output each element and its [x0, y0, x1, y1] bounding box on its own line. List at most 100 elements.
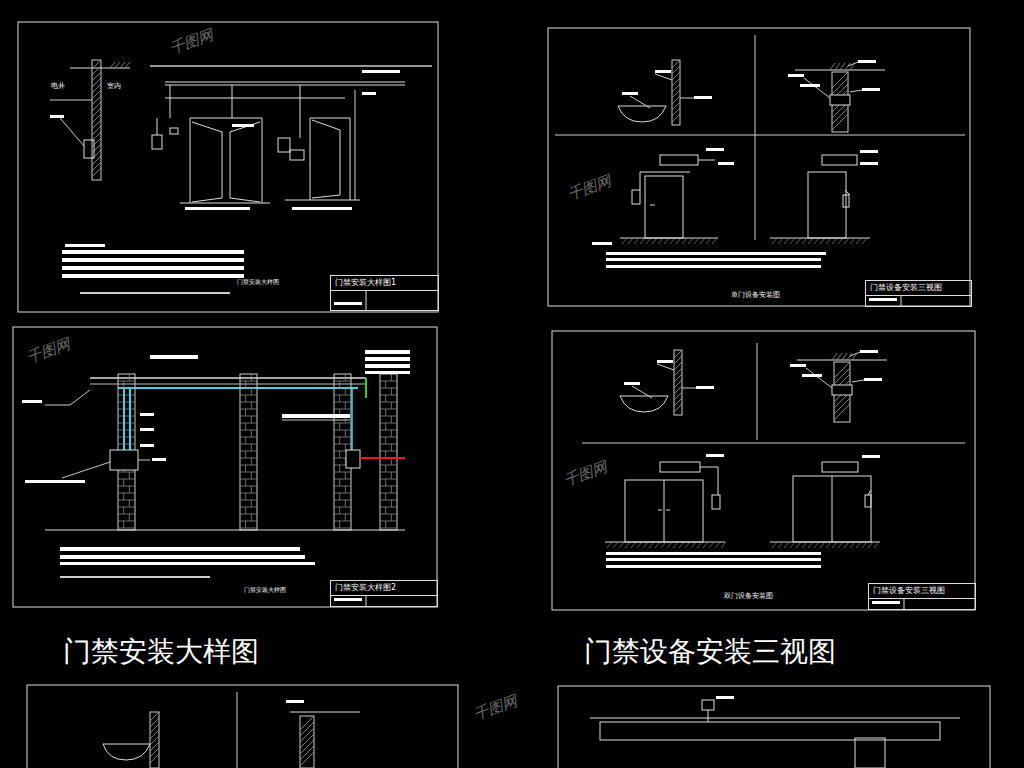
drawing-label: 单门设备安装图 — [730, 291, 781, 299]
door-leaf — [192, 122, 222, 202]
drawing-line — [350, 118, 351, 200]
drawing-line — [345, 388, 346, 395]
drawing-rect — [600, 722, 940, 740]
drawing-line — [391, 430, 392, 437]
drawing-line — [339, 507, 340, 514]
drawing-label: 室内 — [106, 82, 122, 90]
drawing-line — [380, 388, 397, 389]
drawing-rect — [13, 327, 437, 607]
drawing-rect — [865, 495, 871, 507]
drawing-rect — [808, 172, 846, 238]
drawing-line — [666, 510, 670, 511]
text-bar — [706, 148, 724, 151]
drawing-line — [848, 62, 858, 66]
text-bar — [802, 374, 822, 377]
drawing-line — [391, 472, 392, 479]
drawing-line — [240, 500, 257, 501]
drawing-line — [838, 238, 843, 244]
text-bar — [696, 386, 714, 389]
drawing-line — [850, 352, 860, 356]
drawing-line — [658, 510, 662, 511]
drawing-line — [658, 238, 663, 244]
drawing-line — [334, 500, 351, 501]
text-bar — [694, 96, 712, 99]
drawing-line — [802, 542, 807, 548]
drawing-line — [613, 542, 618, 548]
drawing-line — [245, 521, 246, 528]
text-bar — [365, 371, 410, 374]
drawing-line — [118, 514, 135, 515]
drawing-rect — [674, 350, 682, 415]
drawing-line — [45, 530, 405, 531]
watermark: 千图网 — [564, 172, 614, 204]
drawing-line — [682, 388, 696, 389]
drawing-rect — [150, 712, 159, 768]
drawing-line — [814, 542, 819, 548]
drawing-rect — [170, 128, 178, 134]
drawing-line — [625, 542, 630, 548]
drawing-line — [685, 542, 690, 548]
drawing-rect — [645, 176, 683, 238]
drawing-line — [380, 416, 397, 417]
drawing-line — [868, 490, 871, 495]
drawing-line — [240, 409, 257, 410]
drawing-line — [832, 542, 837, 548]
drawing-rect — [346, 450, 360, 468]
drawing-line — [334, 388, 351, 389]
text-bar — [292, 207, 352, 210]
drawing-line — [380, 514, 397, 515]
drawing-line — [334, 402, 351, 403]
drawing-line — [802, 238, 807, 244]
drawing-line — [657, 364, 674, 370]
drawing-line — [856, 238, 861, 244]
drawing-line — [712, 238, 717, 244]
drawing-line — [240, 493, 257, 494]
drawing-line — [391, 500, 392, 507]
drawing-line — [334, 493, 351, 494]
drawing-rect — [793, 476, 871, 542]
drawing-line — [790, 542, 795, 548]
text-bar — [50, 115, 64, 118]
drawing-line — [649, 542, 654, 548]
text-bar — [362, 70, 400, 73]
text-bar — [60, 555, 305, 559]
drawing-rect — [380, 374, 397, 530]
text-bar — [606, 265, 821, 268]
drawing-line — [832, 353, 837, 360]
drawing-rect — [18, 22, 438, 312]
drawing-line — [251, 458, 252, 465]
text-bar — [716, 696, 734, 699]
drawing-line — [123, 493, 124, 500]
title-block-text: 门禁设备安装三视图 — [869, 584, 975, 599]
drawing-line — [672, 114, 680, 122]
drawing-line — [670, 238, 675, 244]
door-leaf — [230, 122, 260, 202]
drawing-line — [826, 542, 831, 548]
drawing-rect — [548, 28, 970, 306]
drawing-rect — [855, 738, 885, 768]
drawing-line — [240, 507, 257, 508]
text-bar — [606, 552, 821, 555]
drawing-line — [650, 205, 655, 206]
drawing-line — [339, 437, 340, 444]
drawing-line — [334, 423, 351, 424]
drawing-rect — [660, 155, 698, 165]
drawing-line — [334, 507, 351, 508]
drawing-line — [385, 409, 386, 416]
drawing-line — [380, 493, 397, 494]
drawing-label: 双门设备安装图 — [723, 592, 774, 600]
drawing-line — [339, 479, 340, 486]
drawing-rect — [843, 195, 849, 207]
drawing-line — [251, 374, 252, 381]
drawing-line — [830, 63, 835, 70]
drawing-line — [237, 692, 238, 768]
text-bar — [60, 547, 300, 551]
drawing-line — [632, 386, 652, 398]
drawing-line — [607, 542, 612, 548]
drawing-line — [165, 82, 405, 83]
drawing-line — [60, 118, 84, 146]
basin-symbol — [620, 396, 668, 412]
drawing-line — [697, 542, 702, 548]
drawing-line — [150, 65, 432, 67]
drawing-line — [631, 542, 636, 548]
